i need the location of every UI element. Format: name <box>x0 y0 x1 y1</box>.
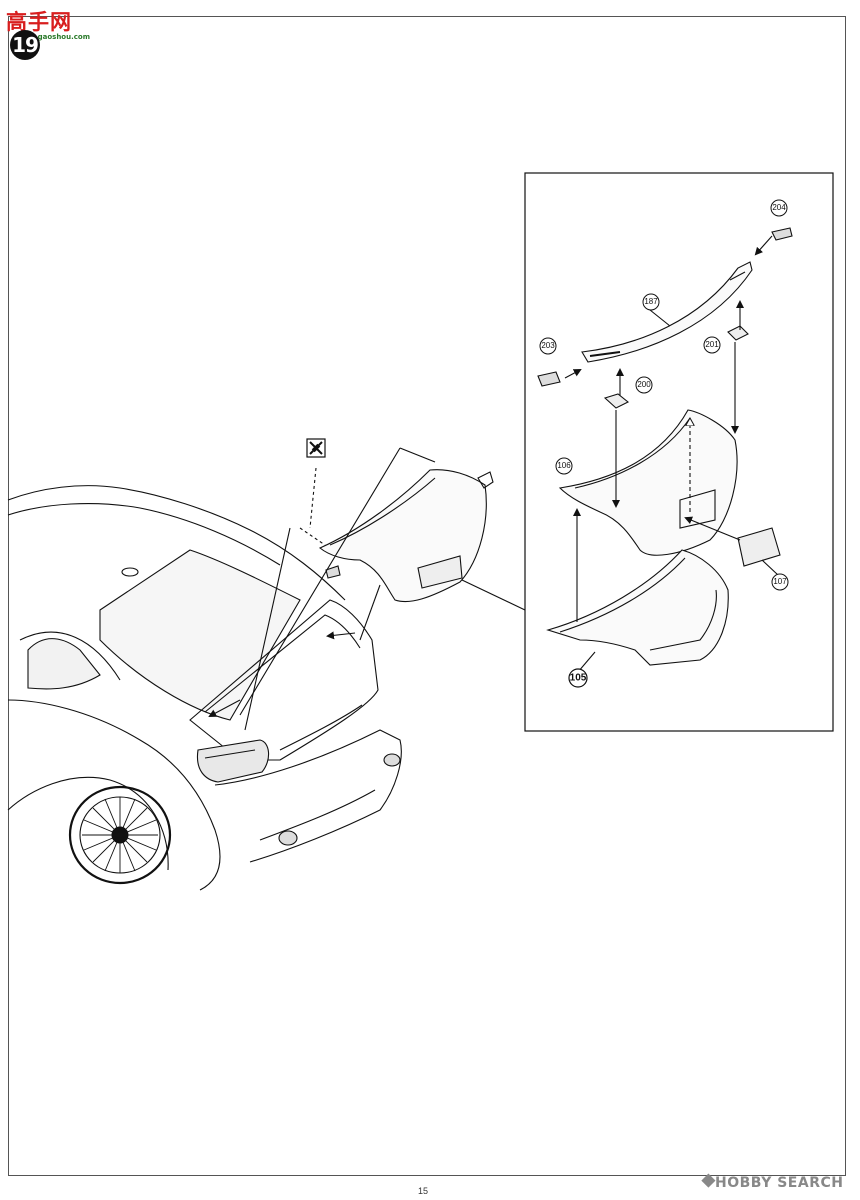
part-203 <box>537 371 561 387</box>
label-204-text: 204 <box>772 203 786 212</box>
fuel-door <box>121 567 139 577</box>
trunk-lid-assembly <box>239 447 526 731</box>
label-200-text: 200 <box>637 380 651 389</box>
label-106: 106 <box>555 457 573 475</box>
trunk-lid-outline <box>318 469 487 603</box>
tail-light <box>196 739 270 783</box>
trunk-lid-panel <box>417 555 463 589</box>
label-203: 203 <box>539 337 557 355</box>
part-201 <box>727 325 749 341</box>
label-201: 201 <box>703 336 721 354</box>
label-187: 187 <box>642 293 660 311</box>
trunk-opening <box>189 599 379 761</box>
page-frame <box>8 16 846 1176</box>
part-204 <box>771 227 793 241</box>
exhaust-right <box>383 753 401 767</box>
watermark-url: www.gaoshou.com <box>16 33 91 41</box>
label-203-text: 203 <box>541 341 555 350</box>
label-107-text: 107 <box>773 577 787 586</box>
page-number: 15 <box>418 1186 429 1196</box>
car-roof <box>7 485 346 601</box>
brand-logo-icon <box>701 1173 716 1188</box>
car-body-illustration <box>7 485 402 891</box>
rear-wheel <box>68 785 172 885</box>
label-201-text: 201 <box>705 340 719 349</box>
part-107-plate <box>737 527 781 567</box>
label-200: 200 <box>635 376 653 394</box>
spoiler-end <box>477 471 494 489</box>
rear-window <box>99 549 301 721</box>
detail-parts <box>537 227 793 673</box>
exhaust-left <box>278 830 298 846</box>
label-204: 204 <box>770 199 788 217</box>
label-106-text: 106 <box>557 461 571 470</box>
part-105-trunk-liner <box>546 549 729 666</box>
watermark-logo: 高手网 <box>6 10 72 34</box>
part-106-trunk-lid <box>558 409 738 556</box>
rear-bumper <box>214 729 402 863</box>
part-labels: 187 204 203 200 201 106 107 105 <box>539 199 789 688</box>
part-200 <box>603 393 630 409</box>
label-107: 107 <box>771 573 789 591</box>
rear-fender <box>7 699 221 891</box>
step-number-badge: 19 <box>10 30 40 60</box>
detail-box <box>524 172 834 732</box>
brand-text: HOBBY SEARCH <box>715 1175 844 1191</box>
no-glue-icon <box>306 438 326 458</box>
label-105-text: 105 <box>570 673 587 684</box>
label-187-text: 187 <box>644 297 658 306</box>
label-105: 105 <box>568 668 588 688</box>
quarter-window <box>27 638 101 690</box>
brand-watermark: HOBBY SEARCH <box>701 1173 844 1191</box>
part-187-spoiler <box>581 261 753 363</box>
